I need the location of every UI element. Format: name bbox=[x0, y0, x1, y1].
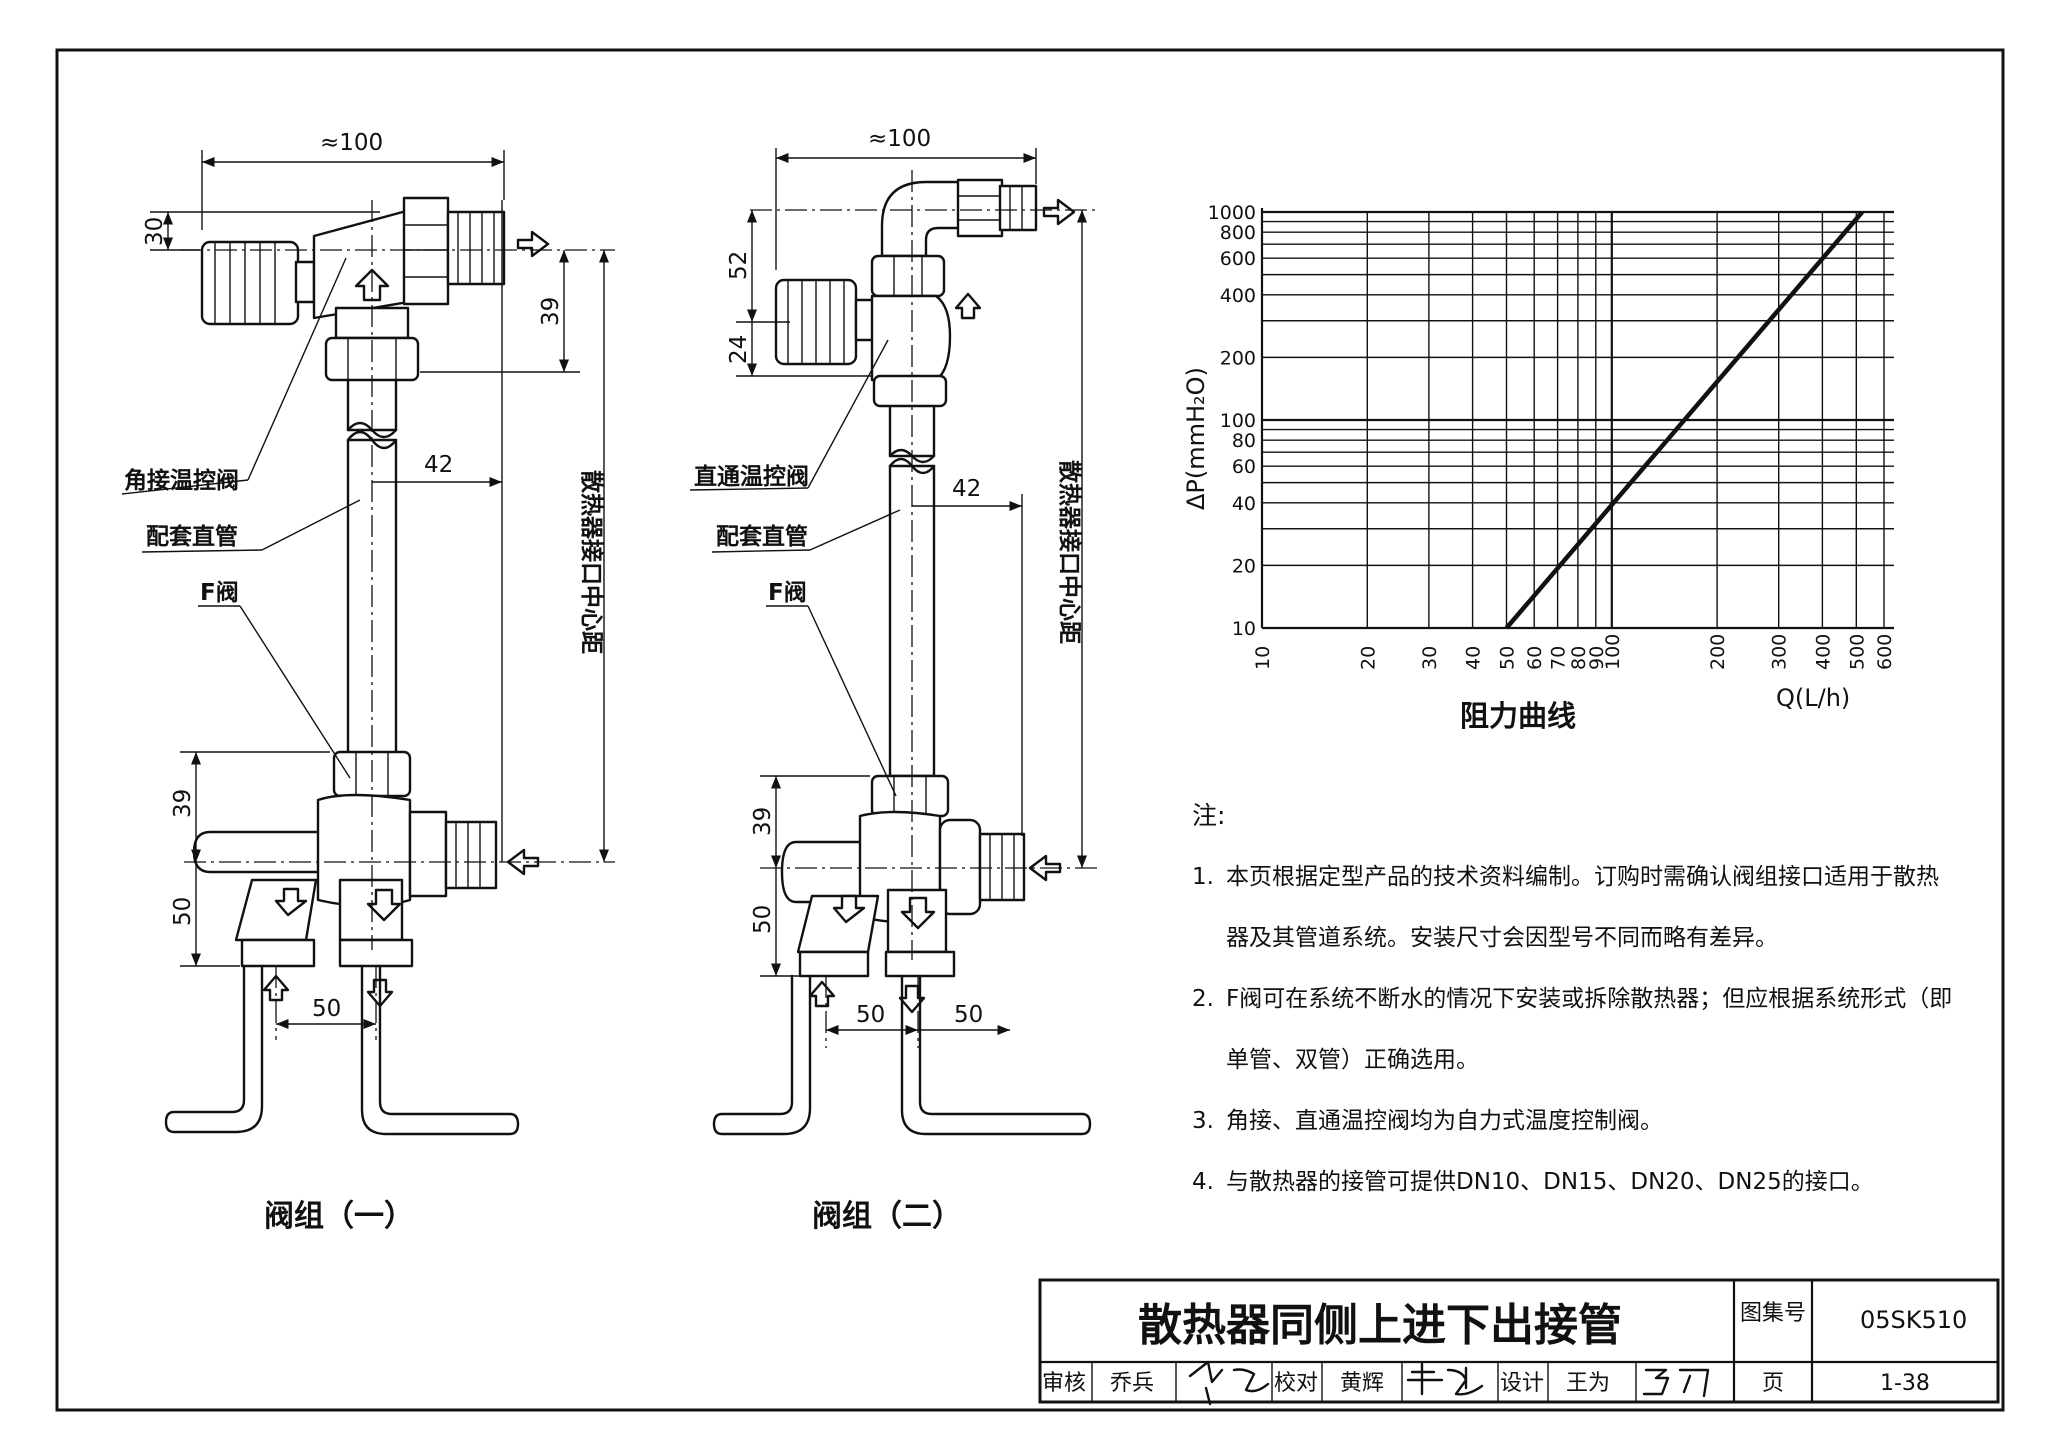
chart-y-tick-label: 40 bbox=[1232, 493, 1256, 515]
chart-y-tick-label: 100 bbox=[1220, 410, 1256, 432]
notes-section: 注: 1. 本页根据定型产品的技术资料编制。订购时需确认阀组接口适用于散热器及其管… bbox=[1192, 801, 1952, 1195]
chart-y-tick-label: 1000 bbox=[1208, 202, 1256, 224]
group2-caption: 阀组（二） bbox=[812, 1199, 962, 1234]
note-number: 1. bbox=[1192, 864, 1214, 890]
chart-y-tick-label: 20 bbox=[1232, 555, 1256, 577]
title-block-review-name: 乔兵 bbox=[1110, 1371, 1154, 1396]
valve-group-2-drawing: ≈100 52 24 散热器接口中心距 42 39 50 50 50 直通温控阀 bbox=[689, 126, 1100, 1234]
chart-x-tick-label: 30 bbox=[1419, 646, 1441, 670]
group1-dim-42: 42 bbox=[424, 452, 453, 478]
group1-caption: 阀组（一） bbox=[264, 1199, 414, 1234]
chart-x-tick-label: 10 bbox=[1252, 646, 1274, 670]
straight-thermostatic-valve bbox=[774, 278, 952, 408]
group1-dim-width: ≈100 bbox=[320, 130, 383, 156]
group2-label-center-distance: 散热器接口中心距 bbox=[1056, 460, 1082, 644]
chart-y-tick-label: 400 bbox=[1220, 285, 1256, 307]
title-block-review-label: 审核 bbox=[1042, 1371, 1086, 1396]
review-signature bbox=[1188, 1360, 1270, 1406]
angle-thermostatic-valve bbox=[200, 196, 506, 382]
group2-dim-50-vertical: 50 bbox=[750, 905, 776, 934]
valve-group-1-drawing: ≈100 30 39 散热器接口中心距 42 39 50 50 角接温控阀 bbox=[121, 130, 615, 1234]
note-line: 本页根据定型产品的技术资料编制。订购时需确认阀组接口适用于散热 bbox=[1226, 864, 1939, 890]
chart-y-tick-label: 60 bbox=[1232, 456, 1256, 478]
note-number: 4. bbox=[1192, 1169, 1214, 1195]
group1-dim-39-top: 39 bbox=[538, 297, 564, 326]
check-signature bbox=[1406, 1362, 1484, 1396]
chart-y-axis-label: ΔP(mmH₂O) bbox=[1182, 367, 1210, 510]
title-block-atlas-label: 图集号 bbox=[1740, 1301, 1806, 1326]
chart-title: 阻力曲线 bbox=[1460, 699, 1576, 733]
title-block-design-label: 设计 bbox=[1500, 1371, 1544, 1396]
group2-dim-50-h-right: 50 bbox=[954, 1002, 983, 1028]
chart-x-tick-label: 300 bbox=[1769, 634, 1791, 670]
group2-label-valve: 直通温控阀 bbox=[694, 463, 809, 490]
chart-y-tick-label: 80 bbox=[1232, 430, 1256, 452]
chart-y-tick-label: 600 bbox=[1220, 248, 1256, 270]
title-block: 散热器同侧上进下出接管 图集号 05SK510 审核 乔兵 校对 黄辉 设计 王… bbox=[1038, 1278, 2000, 1406]
title-block-page-no: 1-38 bbox=[1880, 1371, 1930, 1396]
group1-dim-30: 30 bbox=[142, 217, 168, 246]
group2-label-f-valve: F阀 bbox=[768, 580, 807, 606]
group1-label-valve: 角接温控阀 bbox=[124, 467, 239, 494]
chart-y-tick-label: 200 bbox=[1220, 347, 1256, 369]
sheet-border bbox=[55, 48, 2005, 1412]
title-block-check-name: 黄辉 bbox=[1340, 1371, 1384, 1396]
note-number: 3. bbox=[1192, 1108, 1214, 1134]
title-block-design-name: 王为 bbox=[1566, 1371, 1610, 1396]
title-block-check-label: 校对 bbox=[1274, 1371, 1318, 1396]
group1-dim-39-bottom: 39 bbox=[170, 789, 196, 818]
chart-grid bbox=[1260, 208, 1894, 630]
title-block-page-label: 页 bbox=[1762, 1371, 1784, 1396]
group1-dim-50-vertical: 50 bbox=[170, 897, 196, 926]
group1-dim-50-horizontal: 50 bbox=[312, 996, 341, 1022]
group1-label-center-distance: 散热器接口中心距 bbox=[578, 470, 604, 654]
note-number: 2. bbox=[1192, 986, 1214, 1012]
group2-label-pipe: 配套直管 bbox=[716, 523, 808, 550]
chart-x-tick-label: 50 bbox=[1497, 646, 1519, 670]
note-line: 单管、双管）正确选用。 bbox=[1226, 1047, 1479, 1073]
chart-x-tick-label: 40 bbox=[1463, 646, 1485, 670]
chart-x-tick-label: 600 bbox=[1874, 634, 1896, 670]
chart-y-tick-label: 800 bbox=[1220, 222, 1256, 244]
group2-dim-24: 24 bbox=[726, 335, 752, 364]
note-line: 与散热器的接管可提供DN10、DN15、DN20、DN25的接口。 bbox=[1226, 1169, 1874, 1195]
title-block-title: 散热器同侧上进下出接管 bbox=[1138, 1300, 1622, 1351]
group2-dim-42: 42 bbox=[952, 476, 981, 502]
group2-dim-50-h-left: 50 bbox=[856, 1002, 885, 1028]
note-line: F阀可在系统不断水的情况下安装或拆除散热器；但应根据系统形式（即 bbox=[1226, 986, 1952, 1012]
chart-x-tick-label: 100 bbox=[1602, 634, 1624, 670]
chart-x-tick-label: 500 bbox=[1846, 634, 1868, 670]
chart-series-line bbox=[1504, 210, 1864, 630]
chart-x-tick-label: 20 bbox=[1357, 646, 1379, 670]
chart-series bbox=[1504, 210, 1864, 630]
chart-x-tick-label: 60 bbox=[1524, 646, 1546, 670]
notes-heading: 注: bbox=[1192, 801, 1225, 830]
note-line: 器及其管道系统。安装尺寸会因型号不同而略有差异。 bbox=[1226, 925, 1778, 951]
chart-x-tick-label: 80 bbox=[1568, 646, 1590, 670]
f-valve-1 bbox=[192, 750, 498, 968]
group2-dim-width: ≈100 bbox=[868, 126, 931, 152]
f-valve-2 bbox=[780, 774, 1026, 978]
note-line: 角接、直通温控阀均为自力式温度控制阀。 bbox=[1226, 1108, 1663, 1134]
group2-dim-39: 39 bbox=[750, 807, 776, 836]
group2-dim-52: 52 bbox=[726, 251, 752, 280]
title-block-atlas-no: 05SK510 bbox=[1860, 1306, 1967, 1334]
group1-label-f-valve: F阀 bbox=[200, 580, 239, 606]
chart-x-tick-label: 400 bbox=[1812, 634, 1834, 670]
design-signature bbox=[1642, 1368, 1710, 1398]
chart-x-tick-label: 200 bbox=[1707, 634, 1729, 670]
chart-x-axis-label: Q(L/h) bbox=[1776, 684, 1850, 712]
chart-x-tick-label: 70 bbox=[1548, 646, 1570, 670]
group1-label-pipe: 配套直管 bbox=[146, 523, 238, 550]
chart-x-tick-label: 90 bbox=[1586, 646, 1608, 670]
chart-y-tick-label: 10 bbox=[1232, 618, 1256, 640]
